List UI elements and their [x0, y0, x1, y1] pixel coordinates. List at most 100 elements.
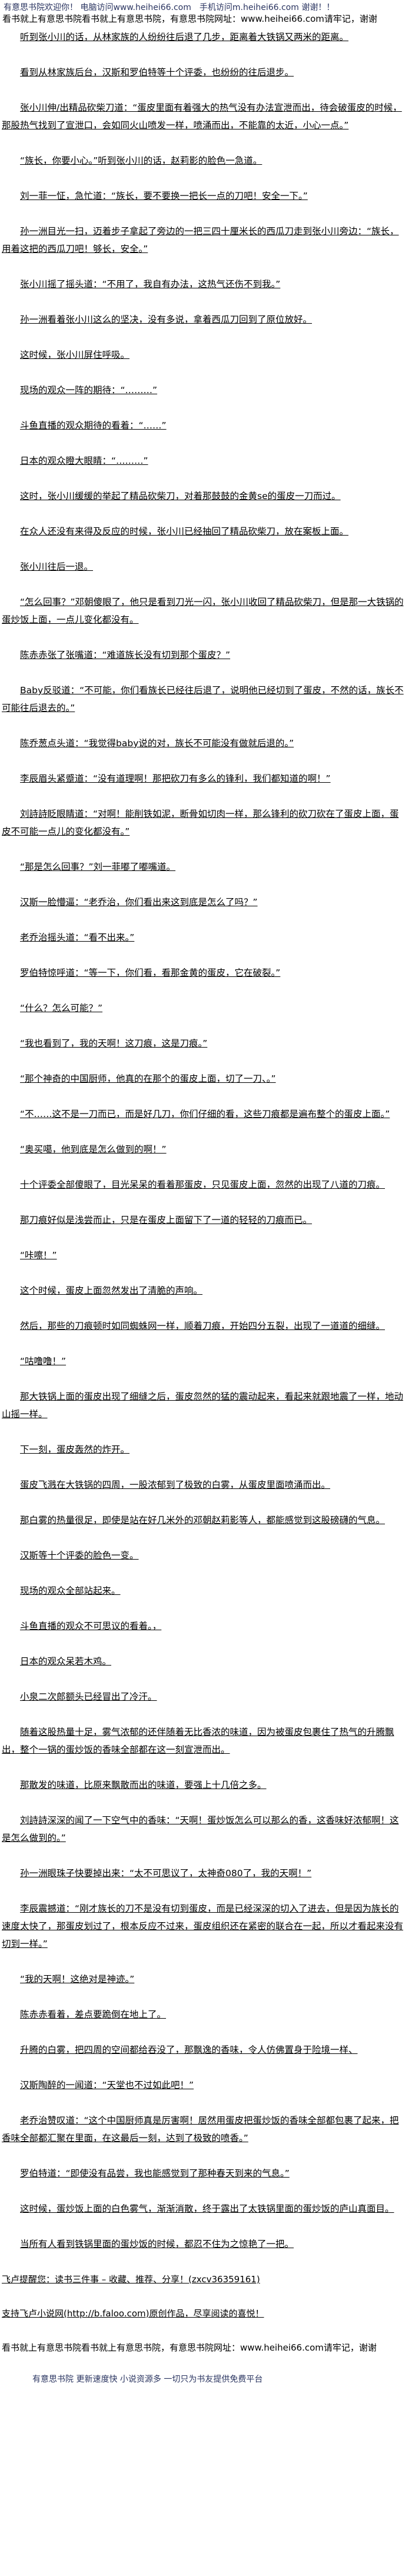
paragraph-text: “什么？怎么可能？” [20, 1003, 103, 1013]
paragraph: 这时候，蛋炒饭上面的白色雾气，渐渐消散，终于露出了太铁锅里面的蛋炒饭的庐山真面目… [2, 2200, 408, 2218]
paragraph-text: 刘詩詩眨眼睛道：“对啊！能削铁如泥，断骨如切肉一样，那么锋利的砍刀砍在了蛋皮上面… [2, 809, 399, 837]
paragraph-text: Baby反驳道：“不可能，你们看族长已经往后退了，说明他已经切到了蛋皮，不然的话… [2, 685, 404, 713]
paragraph-text: 张小川摇了摇头道：“不用了，我自有办法，这热气还伤不到我。” [20, 279, 281, 290]
paragraph-text: 孙一洲看着张小川这么的坚决，没有多说，拿着西瓜刀回到了原位放好。 [20, 314, 313, 325]
site-notice: 看书就上有意思书院看书就上有意思书院，有意思书院网址：www.heihei66.… [2, 14, 377, 24]
paragraph: “奥买噶，他到底是怎么做到的啊！” [2, 1141, 408, 1158]
paragraph: 这个时候，蛋皮上面忽然发出了清脆的声响。 [2, 1282, 408, 1299]
chapter-paragraphs: 听到张小川的话，从林家族的人纷纷往后退了几步，距离着大铁锅又两米的距离。看到从林… [2, 28, 408, 2253]
paragraph: 看到从林家族后台，汉斯和罗伯特等十个评委，也纷纷的往后退步。 [2, 64, 408, 81]
paragraph: “那是怎么回事？”刘一菲嘟了嘟嘴道。 [2, 858, 408, 876]
paragraph: 随着这股热量十足，雾气浓郁的还伴随着无比香浓的味道，因为被蛋皮包裹住了热气的升腾… [2, 1723, 408, 1759]
paragraph-text: “我的天啊！这绝对是神迹。” [20, 1974, 135, 1985]
paragraph-text: 汉斯陶醉的一闻道：“天堂也不过如此吧！” [20, 2080, 194, 2090]
paragraph: 陈赤赤张了张嘴道：“难道族长没有切到那个蛋皮？” [2, 646, 408, 664]
paragraph: 汉斯等十个评委的脸色一变。 [2, 1547, 408, 1564]
paragraph: Baby反驳道：“不可能，你们看族长已经往后退了，说明他已经切到了蛋皮，不然的话… [2, 682, 408, 717]
paragraph: 汉斯一脸懵逼：“老乔治，你们看出来这到底是怎么了吗？” [2, 893, 408, 911]
paragraph-text: 日本的观众呆若木鸡。 [20, 1656, 112, 1667]
paragraph: 升腾的白雾，把四周的空间都给吞没了，那飘逸的香味，令人仿佛置身于险境一样、 [2, 2041, 408, 2059]
paragraph: “不……这不是一刀而已，而是好几刀，你们仔细的看，这些刀痕都是遍布整个的蛋皮上面… [2, 1105, 408, 1123]
paragraph: 那大铁锅上面的蛋皮出现了细缝之后，蛋皮忽然的猛的震动起来，看起来就跟地震了一样，… [2, 1388, 408, 1423]
paragraph-text: 斗鱼直播的观众不可思议的看着。， [20, 1621, 162, 1631]
paragraph-text: 看到从林家族后台，汉斯和罗伯特等十个评委，也纷纷的往后退步。 [20, 67, 294, 78]
paragraph: 陈赤赤看着，差点要跪倒在地上了。 [2, 2006, 408, 2023]
paragraph-text: 张小川往后一退。 [20, 561, 94, 572]
paragraph-text: 现场的观众全部站起来。 [20, 1586, 121, 1596]
paragraph: 现场的观众全部站起来。 [2, 1582, 408, 1600]
paragraph-text: 那白雾的热量很足，即使是站在好几米外的邓朝赵莉影等人，都能感觉到这股磅礴的气息。 [20, 1515, 386, 1525]
paragraph: 刘詩詩深深的闻了一下空气中的香味：“天啊！蛋炒饭怎么可以那么的香，这香味好浓郁啊… [2, 1811, 408, 1847]
paragraph-text: 十个评委全部傻眼了，目光呆呆的看着那蛋皮，只见蛋皮上面，忽然的出现了八道的刀痕。 [20, 1179, 386, 1190]
paragraph: 这时，张小川缓缓的举起了精品砍柴刀，对着那鼓鼓的金黄se的蛋皮一刀而过。 [2, 487, 408, 505]
paragraph: 蛋皮飞溅在大铁锅的四周，一股浓郁到了极致的白雾，从蛋皮里面喷涌而出。 [2, 1476, 408, 1494]
paragraph: 日本的观众瞪大眼睛：“………” [2, 452, 408, 470]
paragraph-text: 老乔治赞叹道：“这个中国厨师真是厉害啊！居然用蛋皮把蛋炒饭的香味全部都包裹了起来… [2, 2115, 399, 2143]
paragraph-text: 孙一洲目光一扫，迈着步子拿起了旁边的一把三四十厘米长的西瓜刀走到张小川旁边：“族… [2, 226, 399, 254]
paragraph: 那散发的味道，比原来飘散而出的味道，要强上十几倍之多。 [2, 1776, 408, 1794]
paragraph-text: “奥买噶，他到底是怎么做到的啊！” [20, 1144, 167, 1155]
paragraph-text: 日本的观众瞪大眼睛：“………” [20, 456, 148, 466]
paragraph: “我的天啊！这绝对是神迹。” [2, 1970, 408, 1988]
paragraph-text: 然后，那些的刀痕顿时如同蜘蛛网一样，顺着刀痕，开始四分五裂，出现了一道道的细缝。 [20, 1321, 386, 1331]
paragraph: “怎么回事？”邓朝傻眼了，他只是看到刀光一闪，张小川收回了精品砍柴刀，但是那一大… [2, 593, 408, 629]
paragraph-text: 汉斯等十个评委的脸色一变。 [20, 1550, 139, 1561]
paragraph-text: 升腾的白雾，把四周的空间都给吞没了，那飘逸的香味，令人仿佛置身于险境一样、 [20, 2045, 358, 2055]
paragraph-text: 这个时候，蛋皮上面忽然发出了清脆的声响。 [20, 1285, 203, 1296]
paragraph: 孙一洲眼珠子快要掉出来：“太不可思议了，太神奇080了，我的天啊！” [2, 1864, 408, 1882]
paragraph-text: 那散发的味道，比原来飘散而出的味道，要强上十几倍之多。 [20, 1780, 267, 1790]
paragraph: “族长，你要小心。”听到张小川的话，赵莉影的脸色一急道。 [2, 152, 408, 169]
paragraph-text: 斗鱼直播的观众期待的看着：“……” [20, 420, 167, 431]
paragraph: 那刀痕好似是浅尝而止，只是在蛋皮上面留下了一道的轻轻的刀痕而已。 [2, 1211, 408, 1229]
paragraph-text: 随着这股热量十足，雾气浓郁的还伴随着无比香浓的味道，因为被蛋皮包裹住了热气的升腾… [2, 1727, 394, 1755]
paragraph-text: 李辰震撼道：“刚才族长的刀不是没有切到蛋皮，而是已经深深的切入了进去，但是因为族… [2, 1903, 404, 1949]
paragraph: “那个神奇的中国厨师，他真的在那个的蛋皮上面，切了一刀、。” [2, 1070, 408, 1088]
paragraph: 老乔治摇头道：“看不出来。” [2, 929, 408, 946]
paragraph: 罗伯特惊呼道：“等一下，你们看，看那金黄的蛋皮，它在破裂。” [2, 964, 408, 982]
chapter-content: 听到张小川的话，从林家族的人纷纷往后退了几步，距离着大铁锅又两米的距离。看到从林… [2, 28, 408, 2385]
paragraph: 张小川伸/出精品砍柴刀道：“蛋皮里面有着强大的热气没有办法宣泄而出，待会破蛋皮的… [2, 99, 408, 134]
paragraph-text: 那大铁锅上面的蛋皮出现了细缝之后，蛋皮忽然的猛的震动起来，看起来就跟地震了一样，… [2, 1391, 404, 1420]
paragraph: 孙一洲目光一扫，迈着步子拿起了旁边的一把三四十厘米长的西瓜刀走到张小川旁边：“族… [2, 222, 408, 258]
paragraph-text: “咔嚓！” [20, 1250, 57, 1261]
paragraph: 斗鱼直播的观众期待的看着：“……” [2, 417, 408, 434]
paragraph: “咕噜噜！” [2, 1352, 408, 1370]
paragraph-text: 蛋皮飞溅在大铁锅的四周，一股浓郁到了极致的白雾，从蛋皮里面喷涌而出。 [20, 1480, 331, 1490]
paragraph-text: “那是怎么回事？”刘一菲嘟了嘟嘴道。 [20, 862, 176, 872]
paragraph: 张小川往后一退。 [2, 558, 408, 576]
paragraph: 斗鱼直播的观众不可思议的看着。， [2, 1617, 408, 1635]
paragraph-text: 听到张小川的话，从林家族的人纷纷往后退了几步，距离着大铁锅又两米的距离。 [20, 32, 349, 42]
paragraph-text: 小泉二次郎额头已经冒出了冷汗。 [20, 1691, 157, 1702]
paragraph-text: 陈乔葱点头道：“我觉得baby说的对，族长不可能没有做就后退的。” [20, 738, 294, 749]
paragraph: 听到张小川的话，从林家族的人纷纷往后退了几步，距离着大铁锅又两米的距离。 [2, 28, 408, 46]
paragraph-text: “不……这不是一刀而已，而是好几刀，你们仔细的看，这些刀痕都是遍布整个的蛋皮上面… [20, 1109, 390, 1119]
paragraph: 刘詩詩眨眼睛道：“对啊！能削铁如泥，断骨如切肉一样，那么锋利的砍刀砍在了蛋皮上面… [2, 805, 408, 840]
footer-slogan: 有意思书院 更新速度快 小说资源多 一切只为书友提供免费平台 [32, 2375, 263, 2384]
footer-notice-text: 看书就上有意思书院看书就上有意思书院，有意思书院网址：www.heihei66.… [2, 2342, 377, 2353]
paragraph-text: 汉斯一脸懵逼：“老乔治，你们看出来这到底是怎么了吗？” [20, 897, 258, 908]
faloo-reminder-text: 飞卢提醒您：读书三件事 – 收藏、推荐、分享！(zxcv36359161) [2, 2274, 260, 2285]
paragraph-text: 那刀痕好似是浅尝而止，只是在蛋皮上面留下了一道的轻轻的刀痕而已。 [20, 1215, 313, 1225]
paragraph-text: “族长，你要小心。”听到张小川的话，赵莉影的脸色一急道。 [20, 155, 263, 166]
paragraph: 日本的观众呆若木鸡。 [2, 1653, 408, 1670]
paragraph: “咔嚓！” [2, 1247, 408, 1264]
paragraph: 李辰眉头紧蹙道：“没有道理啊！那把砍刀有多么的锋利，我们都知道的啊！” [2, 770, 408, 787]
paragraph-text: 陈赤赤张了张嘴道：“难道族长没有切到那个蛋皮？” [20, 650, 231, 660]
paragraph-text: 当所有人看到铁锅里面的蛋炒饭的时候，都忍不住为之惊艳了一把。 [20, 2239, 294, 2249]
paragraph: 小泉二次郎额头已经冒出了冷汗。 [2, 1688, 408, 1706]
paragraph-text: 老乔治摇头道：“看不出来。” [20, 932, 135, 943]
paragraph-text: 陈赤赤看着，差点要跪倒在地上了。 [20, 2009, 167, 2020]
paragraph: 这时候，张小川屏住呼吸。 [2, 346, 408, 364]
paragraph-text: 下一刻，蛋皮轰然的炸开。 [20, 1444, 130, 1455]
paragraph-text: 这时候，张小川屏住呼吸。 [20, 350, 130, 360]
paragraph-text: 刘一菲一怔，急忙道：“族长，要不要换一把长一点的刀吧！安全一下。” [20, 191, 308, 201]
footer-notice: 看书就上有意思书院看书就上有意思书院，有意思书院网址：www.heihei66.… [2, 2339, 408, 2356]
paragraph: 然后，那些的刀痕顿时如同蜘蛛网一样，顺着刀痕，开始四分五裂，出现了一道道的细缝。 [2, 1317, 408, 1335]
paragraph: 李辰震撼道：“刚才族长的刀不是没有切到蛋皮，而是已经深深的切入了进去，但是因为族… [2, 1900, 408, 1953]
faloo-support-link[interactable]: 支持飞卢小说网(http://b.faloo.com)原创作品，尽享阅读的喜悦！ [2, 2308, 264, 2319]
paragraph: 陈乔葱点头道：“我觉得baby说的对，族长不可能没有做就后退的。” [2, 734, 408, 752]
paragraph-text: 张小川伸/出精品砍柴刀道：“蛋皮里面有着强大的热气没有办法宣泄而出，待会破蛋皮的… [2, 102, 402, 131]
paragraph-text: “我也看到了，我的天啊！这刀痕，这是刀痕。” [20, 1038, 208, 1049]
paragraph: “我也看到了，我的天啊！这刀痕，这是刀痕。” [2, 1035, 408, 1052]
paragraph: 老乔治赞叹道：“这个中国厨师真是厉害啊！居然用蛋皮把蛋炒饭的香味全部都包裹了起来… [2, 2112, 408, 2147]
